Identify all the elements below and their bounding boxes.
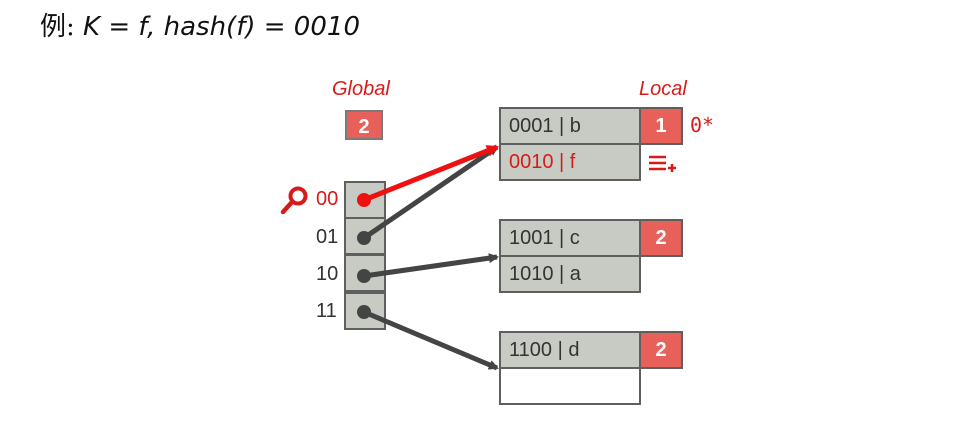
arrow-00-to-bucket1-highlighted <box>357 144 499 207</box>
bucket1-annotation: 0* <box>690 113 715 137</box>
bucket3-local-depth: 2 <box>639 331 683 369</box>
local-label: Local <box>639 78 687 100</box>
global-depth-box: 2 <box>345 110 383 140</box>
bucket3-entry-1: 1100 | d <box>499 331 641 369</box>
insert-lines-icon <box>648 154 678 178</box>
arrow-10-to-bucket2 <box>357 253 499 283</box>
arrow-01-to-bucket1 <box>357 144 499 245</box>
global-label: Global <box>332 78 390 100</box>
dir-label-01: 01 <box>316 226 339 248</box>
bucket2-local-depth: 2 <box>639 219 683 257</box>
magnifier-icon <box>280 185 310 219</box>
dir-label-10: 10 <box>316 263 339 285</box>
title-formula-text: K = f, hash(f) = 0010 <box>83 12 360 42</box>
bucket1-entry-2: 0010 | f <box>499 143 641 181</box>
dir-label-00: 00 <box>316 188 339 210</box>
example-title: 例: K = f, hash(f) = 0010 <box>40 6 360 43</box>
bucket1-local-depth: 1 <box>639 107 683 145</box>
bucket1-entry-1: 0001 | b <box>499 107 641 145</box>
bucket3-entry-2 <box>499 367 641 405</box>
dir-label-11: 11 <box>316 300 337 322</box>
title-prefix: 例: <box>40 12 75 42</box>
title-formula: K = f, hash(f) = 0010 <box>83 12 360 42</box>
bucket2-entry-2: 1010 | a <box>499 255 641 293</box>
arrow-11-to-bucket3 <box>357 305 499 371</box>
